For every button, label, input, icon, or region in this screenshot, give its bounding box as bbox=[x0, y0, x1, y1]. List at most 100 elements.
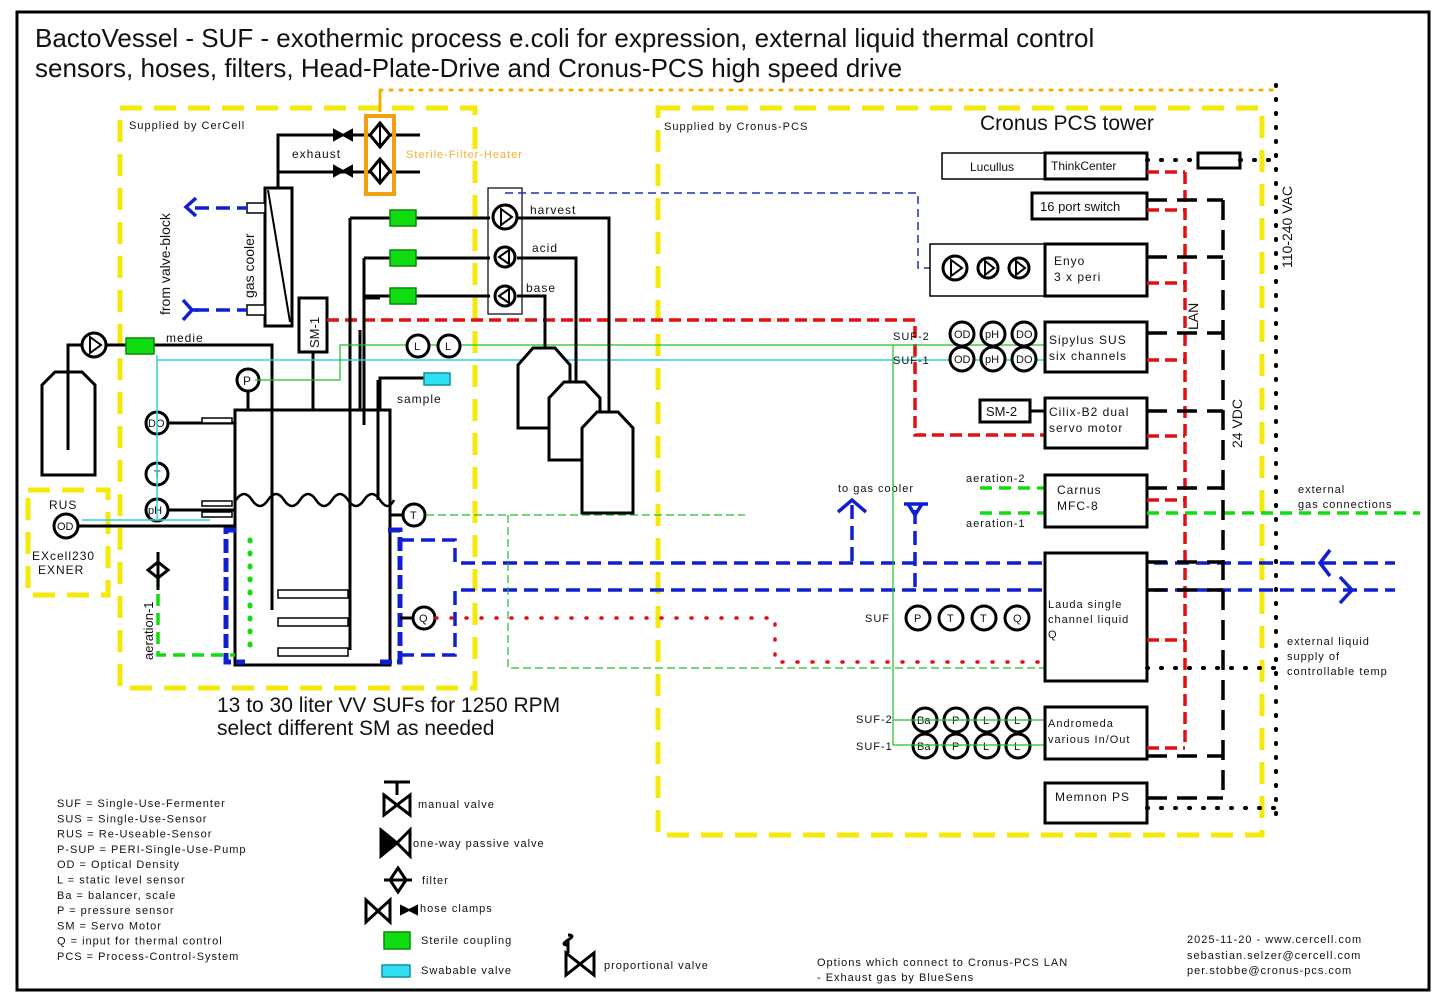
sipylus-suf2-sensor-label: pH bbox=[985, 329, 999, 341]
carnus-box bbox=[1043, 473, 1149, 529]
sterile-coupling-icon bbox=[383, 931, 411, 950]
credits-line-1: 2025-11-20 - www.cercell.com bbox=[1187, 934, 1362, 946]
carnus-aeration-1-label: aeration-1 bbox=[966, 518, 1026, 530]
swabable-valve-icon bbox=[381, 964, 411, 978]
aeration-1-line bbox=[156, 575, 235, 657]
level-sensor-2-label: L bbox=[445, 341, 451, 353]
options-line-2: - Exhaust gas by BlueSens bbox=[817, 972, 974, 984]
cilix-label-2: servo motor bbox=[1049, 421, 1123, 435]
cilix-label-1: Cilix-B2 dual bbox=[1049, 405, 1129, 419]
vac-label: 110-240 VAC bbox=[1279, 186, 1295, 268]
credits-line-3: per.stobbe@cronus-pcs.com bbox=[1187, 965, 1352, 977]
external-liquid-label-2: supply of bbox=[1287, 651, 1340, 663]
rus-device-2: EXNER bbox=[38, 563, 84, 577]
from-valve-block-label: from valve-block bbox=[157, 212, 173, 315]
external-gas-label-2: gas connections bbox=[1298, 499, 1393, 511]
memnon-label: Memnon PS bbox=[1055, 790, 1130, 804]
title-line-1: BactoVessel - SUF - exothermic process e… bbox=[35, 23, 1094, 53]
vdc-label: 24 VDC bbox=[1229, 399, 1245, 448]
andromeda-suf1-sensor bbox=[1004, 732, 1032, 760]
andromeda-label-2: various In/Out bbox=[1048, 734, 1130, 746]
andromeda-suf1-sensor-label: P bbox=[952, 741, 959, 753]
proportional-valve-label: proportional valve bbox=[604, 960, 709, 972]
lauda-sensor bbox=[937, 604, 965, 632]
switch-label: 16 port switch bbox=[1040, 199, 1120, 214]
andromeda-cables bbox=[892, 345, 1045, 746]
aeration-filter-icon bbox=[145, 552, 171, 590]
sipylus-suf1-sensor bbox=[948, 345, 976, 373]
andromeda-suf2-sensor-label: P bbox=[952, 715, 959, 727]
harvest-label: harvest bbox=[530, 203, 576, 217]
to-gas-cooler-label: to gas cooler bbox=[838, 483, 914, 495]
manual-valve-label: manual valve bbox=[418, 799, 495, 811]
andromeda-suf1-sensor-label: Ba bbox=[917, 741, 931, 753]
harvest-bottle bbox=[580, 410, 635, 515]
abbreviation-item: SUF = Single-Use-Fermenter bbox=[57, 798, 226, 810]
exhaust-lines bbox=[276, 133, 420, 188]
q-sensor-label: Q bbox=[419, 613, 428, 625]
level-sensor-1 bbox=[405, 333, 431, 359]
swabable-valve-label: Swabable valve bbox=[421, 965, 512, 977]
andromeda-box bbox=[1043, 705, 1149, 761]
cilix-box bbox=[1043, 396, 1149, 450]
rus-od-sensor-label: OD bbox=[57, 521, 74, 533]
acid-label: acid bbox=[532, 241, 558, 255]
lucullus-box bbox=[941, 152, 1048, 180]
lauda-label-2: channel liquid bbox=[1048, 614, 1129, 626]
lauda-box bbox=[1043, 551, 1149, 683]
credits-line-2: sebastian.selzer@cercell.com bbox=[1187, 950, 1361, 962]
cronus-area-boundary bbox=[655, 105, 1265, 838]
sipylus-suf1-sensor bbox=[979, 345, 1007, 373]
lauda-sensor bbox=[904, 604, 932, 632]
acid-coupling bbox=[389, 249, 417, 267]
carnus-label-2: MFC-8 bbox=[1057, 499, 1099, 513]
exhaust-label: exhaust bbox=[292, 147, 341, 161]
options-line-1: Options which connect to Cronus-PCS LAN bbox=[817, 957, 1068, 969]
lauda-sensor-label: Q bbox=[1013, 613, 1022, 625]
sensor-cable-green bbox=[255, 344, 1045, 381]
peri-pump-block bbox=[487, 187, 523, 315]
lauda-sensor-label: P bbox=[914, 613, 921, 625]
sipylus-suf1-sensor-label: DO bbox=[1016, 354, 1033, 366]
sm1-box bbox=[297, 296, 329, 354]
thinkcenter-box bbox=[1043, 151, 1149, 181]
andromeda-suf1-sensor bbox=[973, 732, 1001, 760]
dip-tubes bbox=[270, 218, 380, 650]
impellers bbox=[277, 589, 349, 657]
sample-swabable-valve bbox=[423, 372, 451, 386]
one-way-valve-icon bbox=[379, 826, 400, 860]
sipylus-suf2-sensor-label: DO bbox=[1016, 329, 1033, 341]
abbreviation-item: L = static level sensor bbox=[57, 875, 186, 887]
symbol-legend: manual valve one-way passive valve filte… bbox=[364, 780, 709, 979]
rus-od-sensor bbox=[52, 512, 80, 540]
cercell-area-label: Supplied by CerCell bbox=[129, 120, 245, 132]
sipylus-suf2-sensor-label: OD bbox=[954, 329, 971, 341]
base-coupling bbox=[389, 287, 417, 305]
gas-cooler-port-top bbox=[246, 202, 266, 214]
andromeda-suf1-sensor-label: L bbox=[983, 741, 989, 753]
sipylus-label-2: six channels bbox=[1049, 349, 1127, 363]
sipylus-label-1: Sipylus SUS bbox=[1049, 333, 1127, 347]
cercell-area-boundary bbox=[117, 105, 478, 691]
andromeda-suf1-label: SUF-1 bbox=[856, 741, 893, 753]
vessel-caption-2: select different SM as needed bbox=[217, 717, 494, 740]
rus-device-1: EXcell230 bbox=[32, 549, 95, 563]
sm1-control-line bbox=[327, 318, 1045, 437]
hose-clamp-small-icon bbox=[400, 904, 418, 916]
external-gas-label-1: external bbox=[1298, 484, 1345, 496]
sipylus-suf1-sensor bbox=[1010, 345, 1038, 373]
power-fuse-icon bbox=[1196, 151, 1242, 170]
gas-cooler-arrow-icons bbox=[836, 497, 928, 519]
abbreviation-item: Ba = balancer, scale bbox=[57, 890, 176, 902]
vessel-caption-1: 13 to 30 liter VV SUFs for 1250 RPM bbox=[217, 694, 560, 717]
rus-area-boundary bbox=[25, 487, 111, 598]
aeration-1-label: aeration-1 bbox=[141, 601, 156, 660]
lauda-label-1: Lauda single bbox=[1048, 599, 1122, 611]
filter-legend-icon bbox=[384, 865, 412, 895]
proportional-valve-icon bbox=[562, 933, 596, 979]
medie-sterile-coupling bbox=[125, 337, 155, 355]
abbreviation-item: PCS = Process-Control-System bbox=[57, 951, 239, 963]
